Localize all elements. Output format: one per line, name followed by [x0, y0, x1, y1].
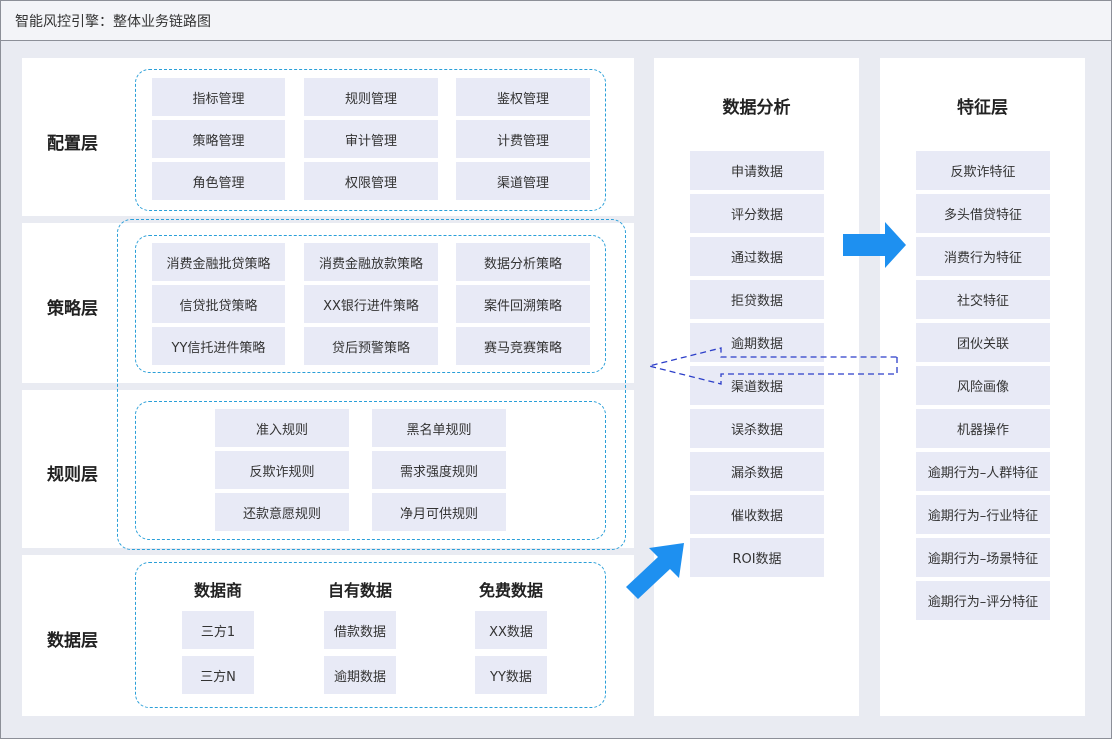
feature-item: 逾期行为–人群特征 [916, 452, 1050, 491]
feature-item: 风险画像 [916, 366, 1050, 405]
feature-item: 多头借贷特征 [916, 194, 1050, 233]
analysis-item: 申请数据 [690, 151, 824, 190]
strategy-group-box [135, 235, 606, 373]
feature-item: 反欺诈特征 [916, 151, 1050, 190]
strategy-item: 案件回溯策略 [456, 285, 590, 323]
strategy-layer-label: 策略层 [47, 299, 98, 319]
feature-item: 逾期行为–场景特征 [916, 538, 1050, 577]
analysis-item: ROI数据 [690, 538, 824, 577]
strategy-item: 消费金融放款策略 [304, 243, 438, 281]
rules-group-box [135, 401, 606, 540]
config-item: 渠道管理 [456, 162, 590, 200]
rule-item: 反欺诈规则 [215, 451, 349, 489]
data-group-title: 数据商 [193, 581, 242, 600]
strategy-item: XX银行进件策略 [304, 285, 438, 323]
feature-item: 消费行为特征 [916, 237, 1050, 276]
strategy-item: 数据分析策略 [456, 243, 590, 281]
config-item: 审计管理 [304, 120, 438, 158]
analysis-item: 漏杀数据 [690, 452, 824, 491]
feature-item: 逾期行为–评分特征 [916, 581, 1050, 620]
title-bar: 智能风控引擎：整体业务链路图 [1, 1, 1111, 41]
analysis-item: 逾期数据 [690, 323, 824, 362]
config-item: 策略管理 [152, 120, 285, 158]
analysis-title: 数据分析 [722, 98, 791, 118]
page-title: 智能风控引擎：整体业务链路图 [15, 14, 211, 30]
data-group-title: 自有数据 [327, 581, 392, 600]
rule-item: 还款意愿规则 [215, 493, 349, 531]
arrow-right-icon [843, 222, 906, 268]
config-item: 计费管理 [456, 120, 590, 158]
analysis-item: 渠道数据 [690, 366, 824, 405]
data-layer-label: 数据层 [47, 631, 98, 651]
data-source-item: XX数据 [475, 611, 547, 649]
feature-item: 逾期行为–行业特征 [916, 495, 1050, 534]
strategy-item: YY信托进件策略 [152, 327, 285, 365]
data-source-item: YY数据 [475, 656, 547, 694]
analysis-item: 误杀数据 [690, 409, 824, 448]
rule-item: 需求强度规则 [372, 451, 506, 489]
data-source-item: 三方N [182, 656, 254, 694]
arrow-left-dashed-icon [648, 347, 898, 385]
data-group-box [135, 562, 606, 708]
feature-item: 社交特征 [916, 280, 1050, 319]
feature-item: 机器操作 [916, 409, 1050, 448]
analysis-item: 催收数据 [690, 495, 824, 534]
features-title: 特征层 [957, 98, 1008, 118]
config-item: 规则管理 [304, 78, 438, 116]
rule-item: 准入规则 [215, 409, 349, 447]
config-item: 指标管理 [152, 78, 285, 116]
analysis-item: 拒贷数据 [690, 280, 824, 319]
config-layer-label: 配置层 [47, 134, 98, 154]
config-item: 权限管理 [304, 162, 438, 200]
config-item: 鉴权管理 [456, 78, 590, 116]
data-source-item: 三方1 [182, 611, 254, 649]
strategy-rules-outer-box [117, 219, 626, 550]
strategy-item: 赛马竞赛策略 [456, 327, 590, 365]
strategy-item: 信贷批贷策略 [152, 285, 285, 323]
strategy-item: 贷后预警策略 [304, 327, 438, 365]
data-source-item: 逾期数据 [324, 656, 396, 694]
feature-item: 团伙关联 [916, 323, 1050, 362]
rule-item: 净月可供规则 [372, 493, 506, 531]
config-group-box [135, 69, 606, 211]
data-source-item: 借款数据 [324, 611, 396, 649]
analysis-item: 评分数据 [690, 194, 824, 233]
rule-item: 黑名单规则 [372, 409, 506, 447]
arrow-up-right-icon [626, 543, 684, 599]
data-group-title: 免费数据 [478, 581, 543, 600]
strategy-item: 消费金融批贷策略 [152, 243, 285, 281]
config-item: 角色管理 [152, 162, 285, 200]
analysis-item: 通过数据 [690, 237, 824, 276]
rules-layer-label: 规则层 [47, 465, 98, 485]
